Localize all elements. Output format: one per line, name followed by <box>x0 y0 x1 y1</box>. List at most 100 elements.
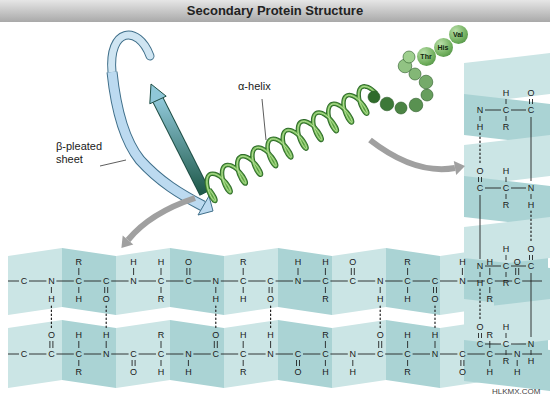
atom-symbol: C <box>432 276 439 286</box>
atom-symbol: R <box>503 200 510 210</box>
atom-symbol: H <box>322 257 329 267</box>
atom-symbol: H <box>404 330 411 340</box>
atom-symbol: C <box>487 276 494 286</box>
sheet-ribbons <box>8 53 550 391</box>
atom-symbol: N <box>103 349 110 359</box>
atom-symbol: N <box>130 276 137 286</box>
atom-symbol: C <box>503 261 510 271</box>
atom-symbol: H <box>103 330 110 340</box>
residue-name: Val <box>453 31 463 38</box>
atom-symbol: R <box>76 257 83 267</box>
atom-symbol: H <box>503 166 510 176</box>
atom-symbol: H <box>377 294 384 304</box>
atom-symbol: C <box>21 276 28 286</box>
atom-symbol: H <box>48 294 55 304</box>
atom-symbol: O <box>527 244 534 254</box>
atom-symbol: C <box>377 349 384 359</box>
atom-symbol: C <box>477 339 484 349</box>
atom-symbol: H <box>267 330 274 340</box>
atom-symbol: C <box>503 183 510 193</box>
residue-bead: His <box>434 38 453 57</box>
atom-symbol: R <box>322 330 329 340</box>
atom-symbol: R <box>503 356 510 366</box>
atom-symbol: H <box>240 330 247 340</box>
atom-symbol: O <box>514 257 521 267</box>
atom-symbol: O <box>431 294 438 304</box>
atom-symbol: N <box>514 349 521 359</box>
atom-symbol: N <box>528 183 535 193</box>
atom-symbol: N <box>295 276 302 286</box>
atom-symbol: C <box>21 349 28 359</box>
atom-symbol: C <box>350 276 357 286</box>
atom-symbol: R <box>240 367 247 377</box>
atom-symbol: H <box>432 330 439 340</box>
atom-symbol: N <box>213 276 220 286</box>
atom-symbol: O <box>476 322 483 332</box>
atom-symbol: C <box>322 349 329 359</box>
atom-symbol: C <box>185 276 192 286</box>
atom-symbol: O <box>267 294 274 304</box>
atom-symbol: C <box>76 276 83 286</box>
atom-symbol: R <box>240 257 247 267</box>
atom-symbol: C <box>514 276 521 286</box>
atom-symbol: H <box>185 367 192 377</box>
atom-symbol: O <box>212 330 219 340</box>
atom-symbol: H <box>76 330 83 340</box>
residue-name: His <box>438 44 449 51</box>
title: Secondary Protein Structure <box>0 0 550 22</box>
atom-symbol: O <box>459 367 466 377</box>
atom-symbol: C <box>103 276 110 286</box>
atom-symbol: R <box>404 367 411 377</box>
atom-symbol: H <box>487 367 494 377</box>
atom-symbol: R <box>503 122 510 132</box>
atom-symbol: C <box>295 349 302 359</box>
atom-symbol: C <box>404 276 411 286</box>
atom-symbol: H <box>528 356 535 366</box>
atom-symbol: C <box>528 105 535 115</box>
atom-symbol: N <box>528 339 535 349</box>
atom-symbol: H <box>477 122 484 132</box>
atom-symbol: O <box>294 367 301 377</box>
atom-symbol: N <box>477 261 484 271</box>
residue-name: Thr <box>420 53 431 60</box>
atom-symbol: C <box>158 276 165 286</box>
atom-symbol: H <box>76 294 83 304</box>
structure-label: β-pleated sheet <box>56 140 118 166</box>
atom-symbol: C <box>487 349 494 359</box>
atom-symbol: H <box>528 200 535 210</box>
atom-symbol: R <box>322 294 329 304</box>
atom-symbol: H <box>213 294 220 304</box>
atom-symbol: N <box>459 276 466 286</box>
atom-symbol: H <box>503 88 510 98</box>
atom-symbol: C <box>404 349 411 359</box>
atom-symbol: R <box>487 294 494 304</box>
atom-symbol: O <box>185 257 192 267</box>
atom-symbol: O <box>527 88 534 98</box>
atom-symbol: H <box>158 367 165 377</box>
atom-symbol: R <box>404 257 411 267</box>
atom-symbol: O <box>377 330 384 340</box>
atom-symbol: C <box>130 349 137 359</box>
atom-symbol: R <box>76 367 83 377</box>
atom-symbol: O <box>103 294 110 304</box>
watermark: HLKMX.COM <box>492 387 540 396</box>
atom-symbol: R <box>503 278 510 288</box>
atom-symbol: O <box>349 257 356 267</box>
atom-symbol: H <box>240 294 247 304</box>
atom-symbol: O <box>476 166 483 176</box>
atom-symbol: N <box>350 349 357 359</box>
zoom-arrows <box>121 140 465 248</box>
atom-symbol: O <box>130 367 137 377</box>
atom-symbol: H <box>477 278 484 288</box>
atom-symbol: C <box>459 349 466 359</box>
atom-symbol: N <box>432 349 439 359</box>
atom-symbol: H <box>130 257 137 267</box>
atom-symbol: H <box>350 367 357 377</box>
atom-symbol: C <box>213 349 220 359</box>
atom-symbol: C <box>503 339 510 349</box>
atom-symbol: H <box>459 257 466 267</box>
atom-symbol: C <box>322 276 329 286</box>
hydrogen-bonds <box>51 133 531 328</box>
atom-symbol: H <box>514 367 521 377</box>
